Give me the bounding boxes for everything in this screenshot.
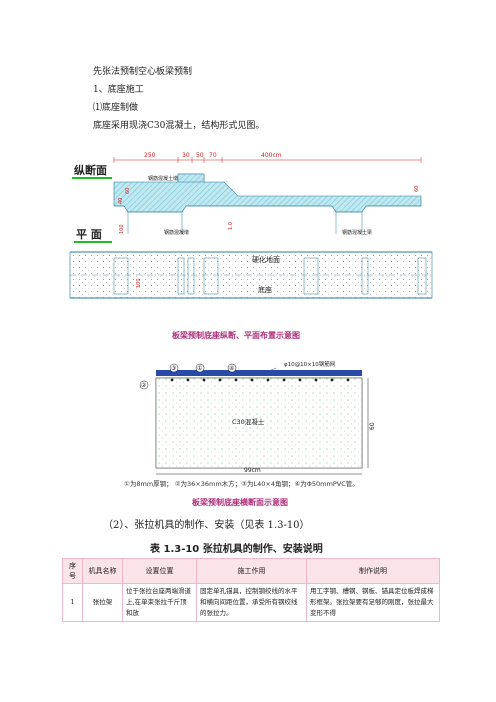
mesh-label: φ10@10×10钢筋网 <box>284 360 336 368</box>
section-heading-2: （2）、张拉机具的制作、安装（见表 1.3-10） <box>103 520 310 531</box>
note-a: 钢筋混凝墩 <box>164 229 189 236</box>
depth-100: 100 <box>119 224 125 234</box>
marker-3: ③ <box>171 365 176 372</box>
dim-30: 30 <box>182 152 190 159</box>
dim-250: 250 <box>144 152 156 159</box>
cell-name: 张拉架 <box>82 583 123 622</box>
figure2-legend: ①为8mm厚钢； ②为36×36mm木方；③为L40×4角钢；④为Φ50mmPV… <box>124 480 359 488</box>
marker-4: ④ <box>229 365 234 372</box>
table-header-row: 序号 机具名称 设置位置 施工作用 制作说明 <box>62 558 440 584</box>
dim-50: 50 <box>196 152 204 159</box>
th-function: 施工作用 <box>196 558 307 584</box>
figure-longitudinal-plan: 250 30 50 70 400cm 纵断面 钢筋混凝土墩 40 60 60 1… <box>69 152 433 340</box>
marker-2: ② <box>141 382 147 389</box>
figure2-caption: 板梁预制底座横断面示意图 <box>192 498 288 507</box>
beam-label: 钢筋混凝土墩 <box>148 175 178 182</box>
height-60: 60 <box>369 422 376 430</box>
label-plan: 平 面 <box>76 228 102 241</box>
figure-cross-section: φ10@10×10钢筋网 ② ③ ① ④ C30混凝土 99cm 60 <box>139 360 376 475</box>
table-row: 1 张拉架 位于张拉台座两端滑道上,在单束张拉千斤顶和放 固定单孔锚具，控制钢绞… <box>62 583 440 622</box>
table-caption: 表 1.3-10 张拉机具的制作、安装说明 <box>150 544 323 555</box>
base-label: 底座 <box>258 285 272 294</box>
dim-70: 70 <box>209 152 217 159</box>
ground-label: 硬化地面 <box>252 255 280 264</box>
cell-location: 位于张拉台座两端滑道上,在单束张拉千斤顶和放 <box>122 583 197 622</box>
cell-index: 1 <box>62 583 83 622</box>
doc-title: 先张法预制空心板梁预制 <box>93 67 193 77</box>
concrete-label: C30混凝土 <box>232 417 265 426</box>
th-name: 机具名称 <box>82 558 123 584</box>
note-c: 1.0 <box>228 222 234 230</box>
dim-400: 400cm <box>261 152 282 159</box>
depth-60: 60 <box>125 188 131 194</box>
note-b: 钢筋混凝土梁 <box>342 229 372 236</box>
cell-function: 固定单孔锚具，控制钢绞线的水平和横向间距位置，承受所有钢绞线的张拉力。 <box>196 583 307 622</box>
th-notes: 制作说明 <box>306 558 440 584</box>
cell-notes: 用工字钢、槽钢、钢板、锚具定位板焊成梯形框架。张拉架要有足够的刚度，张拉最大变形… <box>306 583 440 622</box>
figure1-caption: 板梁预制底座纵断、平面布置示意图 <box>172 330 300 340</box>
th-index: 序号 <box>62 558 83 584</box>
th-location: 设置位置 <box>122 558 197 584</box>
sub-heading-1: ⑴底座制做 <box>93 103 139 113</box>
equipment-table: 序号 机具名称 设置位置 施工作用 制作说明 1 张拉架 位于张拉台座两端滑道上… <box>62 558 440 622</box>
depth-60b: 60 <box>414 186 420 192</box>
marker-1: ① <box>197 365 202 372</box>
label-longitudinal: 纵断面 <box>74 163 107 177</box>
section-heading-1: 1、底座施工 <box>93 85 144 95</box>
depth-40a: 40 <box>118 198 124 204</box>
paragraph-1: 底座采用现浇C30混凝土，结构形式见图。 <box>93 121 265 131</box>
width-99: 99cm <box>244 467 261 474</box>
width-label: 100 <box>136 278 142 288</box>
